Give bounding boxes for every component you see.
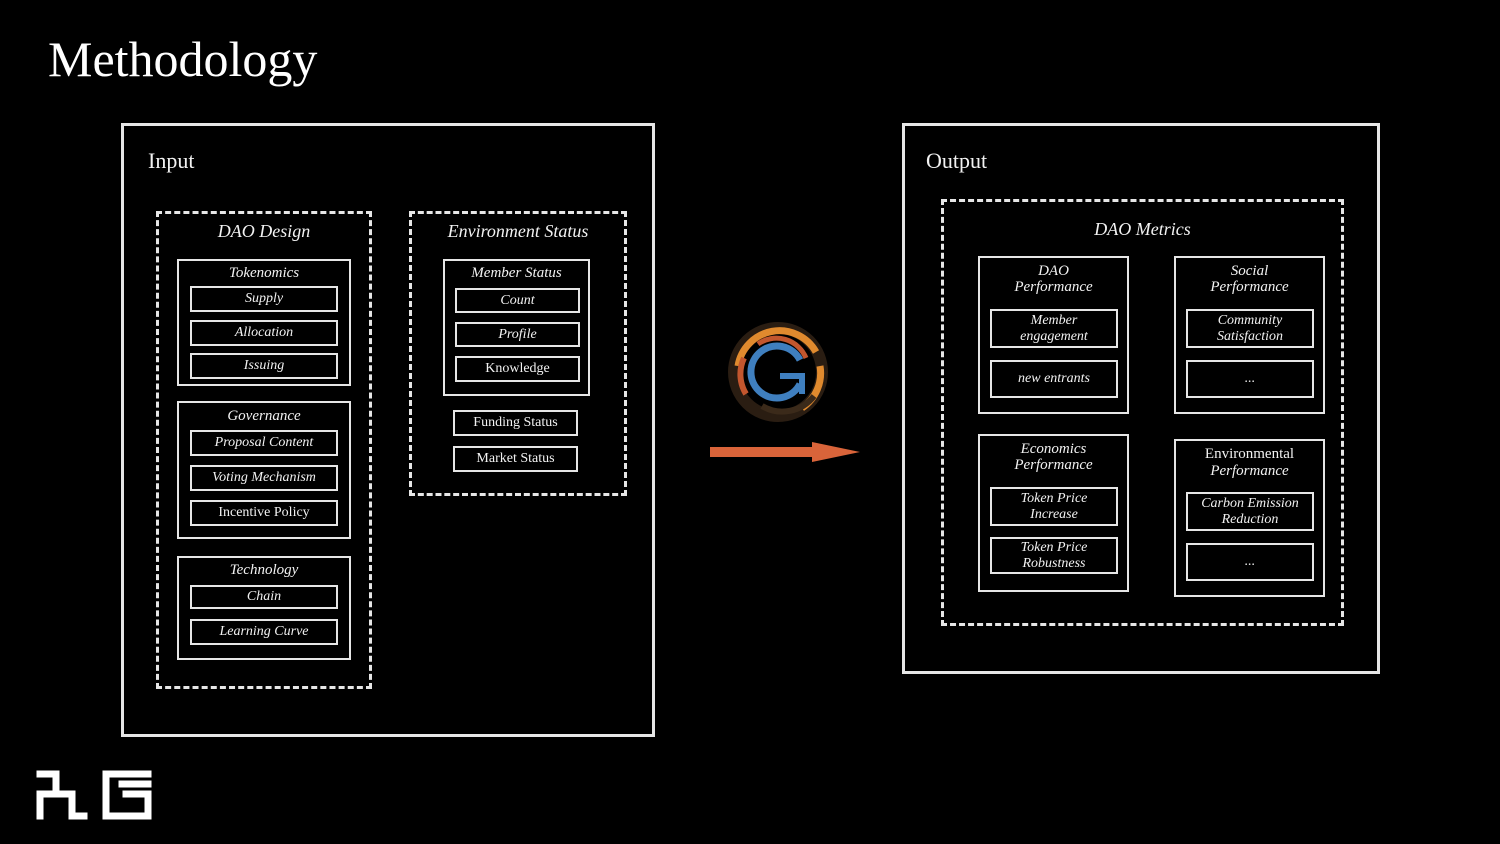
social-performance-label-2: Performance (1210, 279, 1289, 295)
environmental-performance-label-2: Performance (1210, 463, 1289, 479)
output-label: Output (926, 148, 988, 173)
community-satisfaction-line-1: Community (1217, 312, 1283, 328)
dao-design-group: DAO Design Tokenomics Supply Allocation … (156, 211, 372, 689)
right-arrow-icon (710, 442, 860, 462)
governance-label: Governance (227, 408, 301, 424)
profile-item: Profile (455, 322, 580, 347)
carbon-emission-reduction-item: Carbon Emission Reduction (1186, 492, 1314, 531)
tokenomics-group: Tokenomics Supply Allocation Issuing (177, 259, 351, 386)
member-status-label: Member Status (471, 265, 562, 281)
environment-status-label: Environment Status (447, 221, 589, 241)
learning-curve-item: Learning Curve (190, 619, 338, 645)
member-engagement-item: Member engagement (990, 309, 1118, 348)
count-item: Count (455, 288, 580, 313)
token-price-increase-line-2: Increase (1030, 506, 1078, 522)
funding-status-item: Funding Status (453, 410, 578, 436)
dao-metrics-label: DAO Metrics (1094, 219, 1191, 239)
token-price-increase-item: Token Price Increase (990, 487, 1118, 526)
input-panel: Input DAO Design Tokenomics Supply Alloc… (121, 123, 655, 737)
market-status-item: Market Status (453, 446, 578, 472)
token-price-robustness-line-1: Token Price (1020, 539, 1088, 555)
chain-item: Chain (190, 585, 338, 609)
member-engagement-line-1: Member (1030, 312, 1078, 328)
input-label: Input (148, 148, 195, 173)
member-engagement-line-2: engagement (1020, 328, 1088, 344)
incentive-policy-item: Incentive Policy (190, 500, 338, 526)
carbon-emission-line-2: Reduction (1221, 511, 1279, 527)
dao-performance-label-2: Performance (1014, 279, 1093, 295)
social-performance-group: Social Performance Community Satisfactio… (1174, 256, 1325, 414)
tokenomics-label: Tokenomics (228, 265, 300, 281)
new-entrants-item: new entrants (990, 360, 1118, 398)
circular-g-logo-icon (726, 320, 830, 424)
governance-group: Governance Proposal Content Voting Mecha… (177, 401, 351, 539)
environmental-performance-label-1: Environmental (1204, 446, 1295, 462)
community-satisfaction-line-2: Satisfaction (1216, 328, 1284, 344)
social-performance-label-1: Social (1230, 263, 1269, 279)
knowledge-item: Knowledge (455, 356, 580, 382)
dao-performance-label-1: DAO (1038, 263, 1069, 279)
social-ellipsis-item: ... (1186, 360, 1314, 398)
page-title: Methodology (48, 31, 318, 87)
economics-performance-label-1: Economics (1020, 441, 1087, 457)
economics-performance-label-2: Performance (1014, 457, 1093, 473)
dao-design-label: DAO Design (217, 221, 311, 241)
issuing-item: Issuing (190, 353, 338, 379)
technology-group: Technology Chain Learning Curve (177, 556, 351, 660)
carbon-emission-line-1: Carbon Emission (1201, 495, 1299, 511)
voting-mechanism-item: Voting Mechanism (190, 465, 338, 491)
token-price-increase-line-1: Token Price (1020, 490, 1088, 506)
economics-performance-group: Economics Performance Token Price Increa… (978, 434, 1129, 592)
dao-performance-group: DAO Performance Member engagement new en… (978, 256, 1129, 414)
technology-label: Technology (229, 562, 299, 578)
environment-status-group: Environment Status Member Status Count P… (409, 211, 627, 496)
supply-item: Supply (190, 286, 338, 312)
environmental-ellipsis-item: ... (1186, 543, 1314, 581)
environmental-performance-group: Environmental Performance Carbon Emissio… (1174, 439, 1325, 597)
token-price-robustness-line-2: Robustness (1022, 555, 1086, 571)
output-panel: Output DAO Metrics DAO Performance Membe… (902, 123, 1380, 674)
community-satisfaction-item: Community Satisfaction (1186, 309, 1314, 348)
dao-metrics-group: DAO Metrics DAO Performance Member engag… (941, 199, 1344, 626)
bg-brand-logo-icon (36, 770, 152, 820)
allocation-item: Allocation (190, 320, 338, 346)
token-price-robustness-item: Token Price Robustness (990, 537, 1118, 574)
member-status-group: Member Status Count Profile Knowledge (443, 259, 590, 396)
proposal-content-item: Proposal Content (190, 430, 338, 456)
